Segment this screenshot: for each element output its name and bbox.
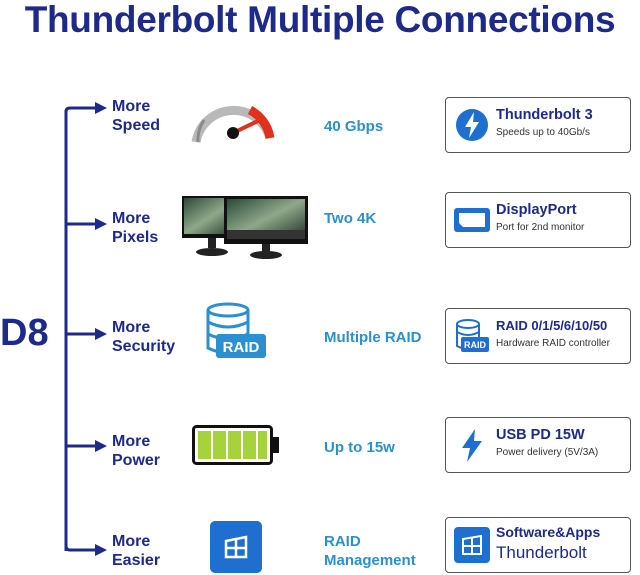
- card-title: Thunderbolt 3: [496, 107, 593, 123]
- raid-icon: RAID: [456, 319, 489, 352]
- card-title: Software&Apps: [496, 524, 601, 540]
- spec-pixels: Two 4K: [324, 210, 377, 227]
- raid-badge-text: RAID: [223, 339, 260, 356]
- svg-text:RAID: RAID: [464, 340, 486, 350]
- speedometer-icon: [191, 105, 275, 143]
- dual-monitor-icon: [182, 196, 308, 259]
- card-subtitle: Hardware RAID controller: [496, 338, 610, 349]
- card-subtitle: Power delivery (5V/3A): [496, 447, 599, 458]
- battery-icon: [192, 425, 279, 465]
- feature-card-thunderbolt: Thunderbolt 3 Speeds up to 40Gb/s: [445, 97, 631, 153]
- card-title: RAID 0/1/5/6/10/50: [496, 318, 608, 333]
- feature-card-raid: RAID RAID 0/1/5/6/10/50 Hardware RAID co…: [445, 308, 631, 364]
- lightning-icon: [462, 429, 482, 462]
- feature-card-software: Software&Apps Thunderbolt: [445, 517, 631, 573]
- spec-speed: 40 Gbps: [324, 118, 384, 135]
- page-title: Thunderbolt Multiple Connections: [24, 0, 616, 40]
- card-title: USB PD 15W: [496, 427, 585, 443]
- card-title: DisplayPort: [496, 202, 577, 218]
- displayport-icon: [454, 208, 490, 232]
- spec-power: Up to 15w: [324, 439, 395, 456]
- app-tile-icon: [210, 521, 262, 573]
- card-subtitle: Thunderbolt: [496, 543, 587, 562]
- raid-database-icon: RAID: [206, 302, 266, 358]
- spec-security: Multiple RAID: [324, 329, 422, 346]
- feature-card-displayport: DisplayPort Port for 2nd monitor: [445, 192, 631, 248]
- card-subtitle: Port for 2nd monitor: [496, 222, 585, 233]
- product-name: D8: [0, 312, 49, 354]
- card-subtitle: Speeds up to 40Gb/s: [496, 127, 590, 138]
- tree-connector: [64, 102, 107, 556]
- feature-card-usb-pd: USB PD 15W Power delivery (5V/3A): [445, 417, 631, 473]
- windows-icon: [454, 527, 490, 563]
- thunderbolt-icon: [456, 109, 488, 141]
